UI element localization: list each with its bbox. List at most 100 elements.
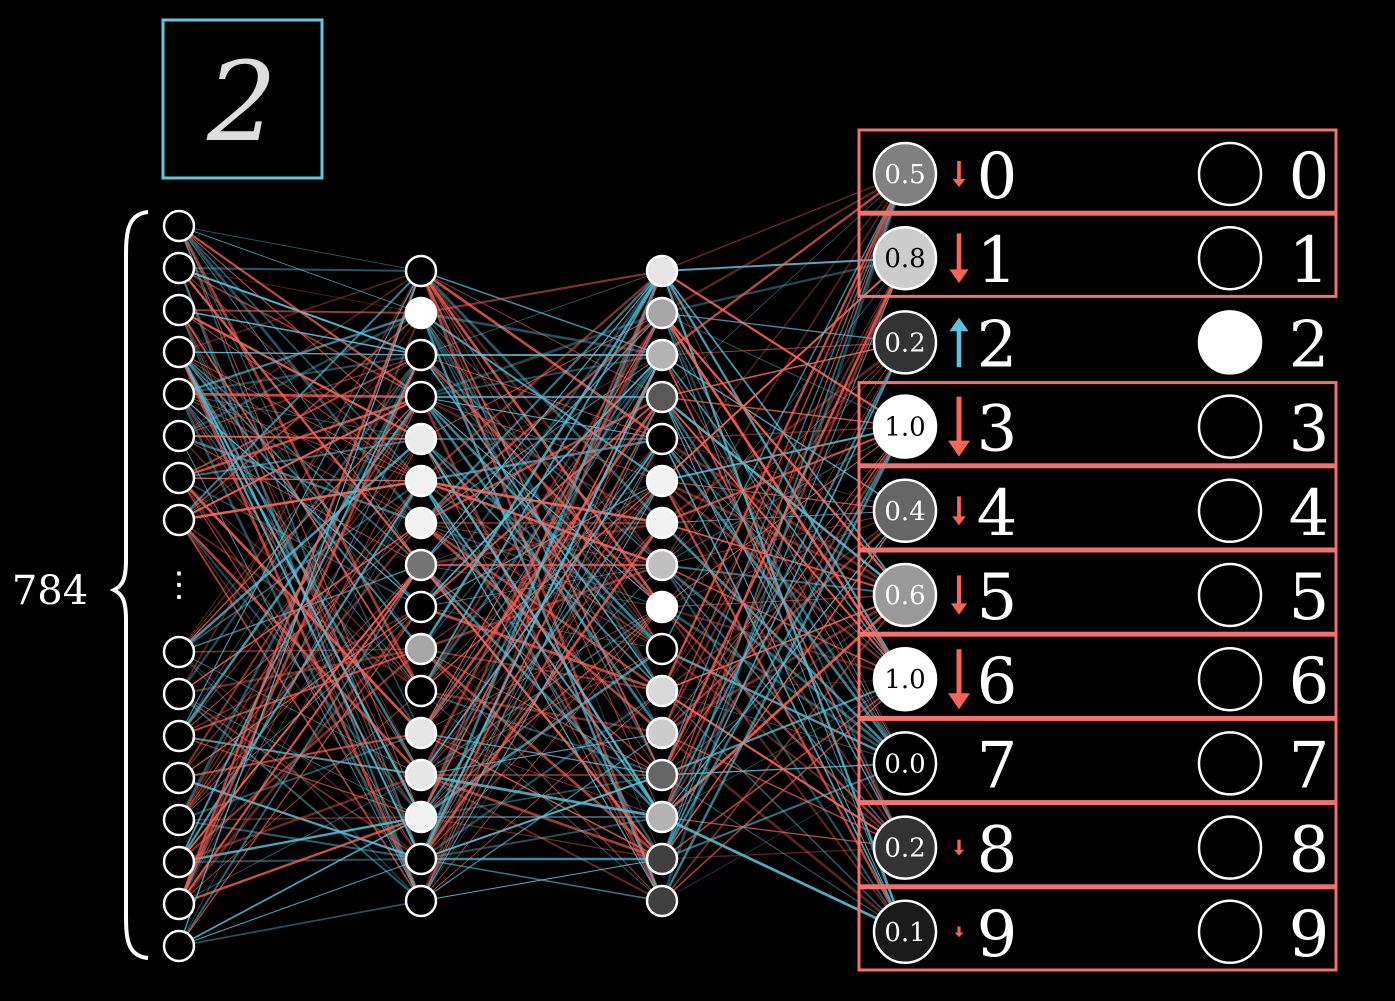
weight-edge <box>661 846 906 860</box>
output-neuron <box>872 310 938 375</box>
target-neuron <box>1197 562 1263 628</box>
target-digit-label: 3 <box>1289 393 1330 467</box>
output-highlight-box <box>857 717 1338 804</box>
weight-edge <box>178 480 422 947</box>
weight-edge <box>420 270 663 524</box>
weight-edge <box>661 173 906 356</box>
weight-edge <box>178 225 422 818</box>
weight-edge <box>178 270 422 695</box>
target-neuron <box>1197 394 1263 459</box>
target-digit-label: 7 <box>1289 729 1330 803</box>
hidden-1-neuron <box>404 422 438 456</box>
weight-edge <box>420 354 663 902</box>
target-neuron <box>1197 646 1263 712</box>
weight-edge <box>420 270 663 398</box>
weight-edge <box>660 426 907 860</box>
weight-edge <box>661 173 906 566</box>
weight-edge <box>178 267 422 314</box>
weight-edge <box>420 732 663 902</box>
weight-edge <box>420 270 663 608</box>
weight-edge <box>420 312 663 692</box>
nudge-down-arrow <box>950 575 968 615</box>
hidden-2-neuron <box>645 296 679 330</box>
hidden-1-neuron <box>404 548 438 582</box>
hidden-1-neuron <box>404 464 438 498</box>
hidden-1-neuron <box>404 884 438 918</box>
weight-edge <box>178 519 422 776</box>
hidden-1-neuron <box>404 674 438 708</box>
output-neuron <box>872 225 938 291</box>
input-neuron <box>162 719 196 753</box>
weight-edge <box>178 354 422 695</box>
output-activation-value: 0.2 <box>884 328 925 358</box>
weight-edge <box>660 426 907 902</box>
hidden-2-neuron <box>645 380 679 414</box>
weight-edge <box>420 354 663 818</box>
weight-edge <box>420 438 663 902</box>
hidden-1-neuron <box>404 296 438 330</box>
input-ellipsis: ⋮ <box>162 565 196 605</box>
nudge-down-arrow <box>948 649 970 710</box>
weight-edge <box>420 312 663 566</box>
target-digit-label: 0 <box>1289 140 1330 214</box>
target-neuron <box>1197 478 1263 544</box>
output-highlight-box <box>857 886 1338 972</box>
weight-edge <box>661 173 906 734</box>
weight-edge <box>178 266 422 273</box>
output-highlight-box <box>857 212 1338 298</box>
hidden-2-neuron <box>645 758 679 792</box>
weight-edge <box>178 774 422 905</box>
hidden-2-neuron <box>645 464 679 498</box>
weight-edge <box>178 270 422 437</box>
weight-edge <box>178 395 422 480</box>
hidden-1-neuron <box>404 506 438 540</box>
input-neuron <box>162 293 196 327</box>
weight-edge <box>661 678 906 818</box>
weight-edge <box>178 438 422 653</box>
weight-edge <box>178 270 422 521</box>
input-count-label: 784 <box>12 568 88 614</box>
weight-edge <box>661 173 906 272</box>
weight-edge <box>419 270 664 902</box>
target-neuron <box>1197 899 1263 965</box>
input-neuron <box>162 503 196 537</box>
weight-edge <box>660 257 907 818</box>
output-neuron <box>872 815 938 880</box>
nudge-down-arrow <box>953 839 965 856</box>
output-highlight-box <box>857 381 1338 467</box>
weight-edge <box>177 354 423 905</box>
weight-edge <box>178 564 422 905</box>
weight-edge <box>661 257 906 860</box>
weight-edge <box>420 480 663 860</box>
input-neuron <box>162 635 196 669</box>
weight-edge <box>420 816 663 860</box>
weight-edge <box>420 269 663 315</box>
input-layer-brace: 784 <box>12 210 149 960</box>
output-digit-label: 6 <box>977 645 1018 719</box>
output-activation-value: 0.4 <box>884 497 925 527</box>
weight-edge <box>661 594 906 902</box>
weight-edge <box>177 396 423 737</box>
weight-edge <box>420 858 663 902</box>
input-neuron <box>162 761 196 795</box>
input-neuron <box>162 929 196 963</box>
target-digit-label: 5 <box>1289 561 1330 635</box>
hidden-2-neuron <box>645 506 679 540</box>
hidden-2-neuron <box>645 800 679 834</box>
weight-edge <box>420 270 663 356</box>
weight-edge <box>419 354 664 860</box>
target-neuron <box>1197 310 1263 375</box>
hidden-2-neuron <box>645 716 679 750</box>
weight-edge <box>178 311 422 438</box>
weight-edge <box>420 270 663 566</box>
neurons <box>162 141 1263 965</box>
output-highlight-box <box>857 802 1338 888</box>
weight-edge <box>178 816 422 947</box>
output-highlight-box <box>857 128 1338 214</box>
hidden-2-neuron <box>645 842 679 876</box>
weight-edge <box>178 270 422 947</box>
output-activation-value: 0.5 <box>884 160 925 190</box>
weight-edge <box>178 900 422 947</box>
